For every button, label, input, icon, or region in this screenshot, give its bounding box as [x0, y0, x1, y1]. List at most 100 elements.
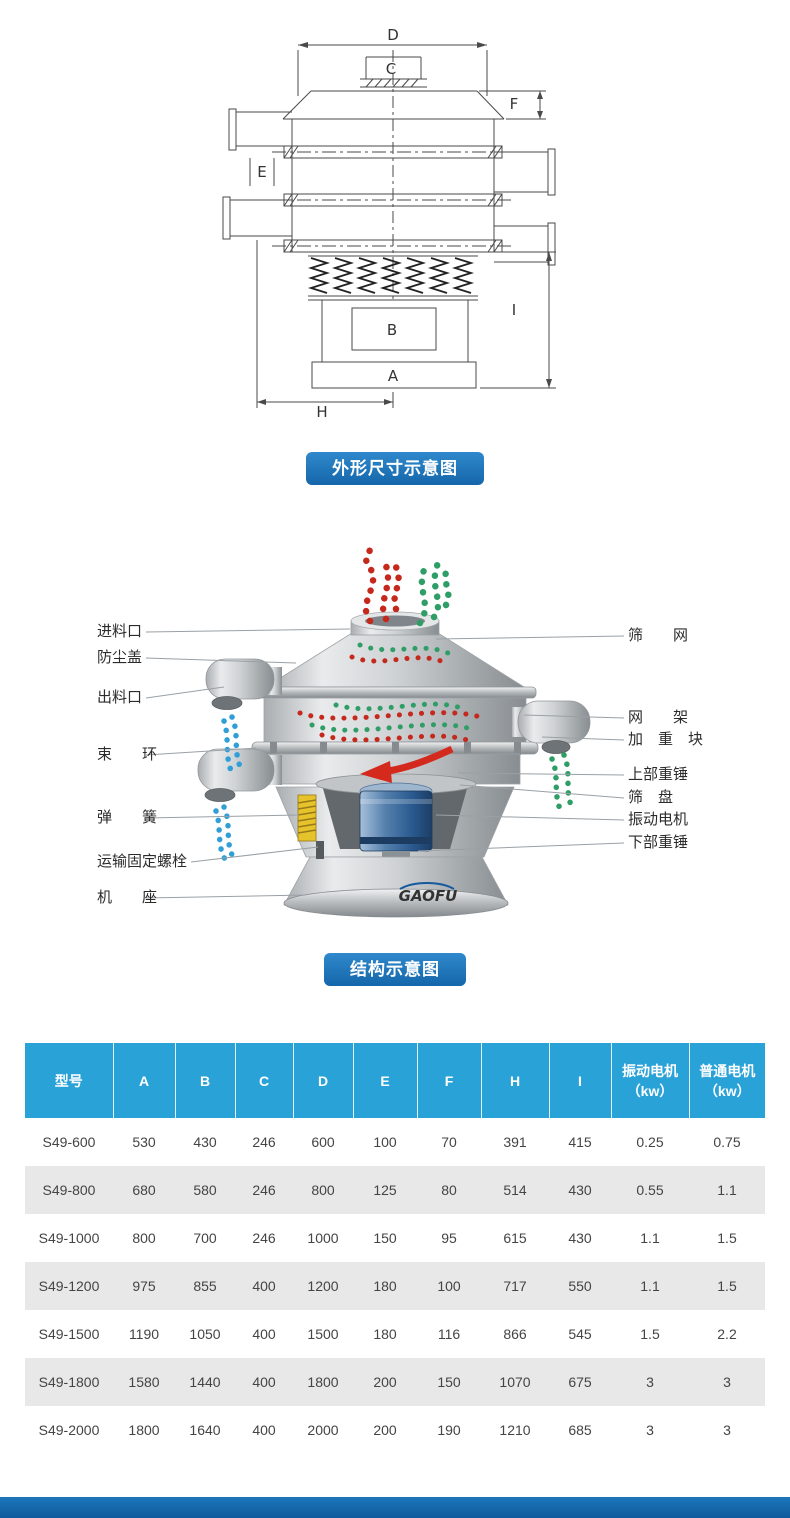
dim-label-f: F [510, 95, 519, 113]
table-cell: 95 [441, 1230, 457, 1246]
transport-fixing-bolt-part [316, 841, 324, 859]
label-dust-cover: 防尘盖 [97, 649, 143, 666]
dim-label-i: I [512, 301, 516, 319]
dim-label-b: B [387, 321, 397, 339]
table-cell: 1.1 [640, 1230, 660, 1246]
column-header-e: E [352, 1043, 417, 1118]
label-upper-weight: 上部重锤 [628, 766, 689, 783]
table-cell: 615 [503, 1230, 527, 1246]
footer-bar [0, 1497, 790, 1518]
table-cell: 400 [252, 1422, 276, 1438]
base-ring [283, 888, 509, 918]
column-header-i: I [548, 1043, 611, 1118]
table-cell: 1.1 [640, 1278, 660, 1294]
table-cell: 1800 [307, 1374, 339, 1390]
table-cell: 200 [373, 1422, 397, 1438]
table-cell: 1.5 [640, 1326, 660, 1342]
table-cell: 70 [441, 1134, 457, 1150]
table-cell: 3 [646, 1422, 654, 1438]
table-cell: 100 [437, 1278, 461, 1294]
label-transport-fixing-bolt: 运输固定螺栓 [97, 853, 188, 870]
table-cell: 400 [252, 1374, 276, 1390]
machine-illustration: GAOFU [197, 611, 591, 918]
table-cell: 975 [132, 1278, 156, 1294]
dimension-drawing [222, 42, 556, 408]
table-cell: 1050 [189, 1326, 221, 1342]
table-cell: 430 [568, 1230, 592, 1246]
table-cell: 580 [193, 1182, 217, 1198]
dim-label-a: A [388, 367, 399, 385]
table-cell: 125 [373, 1182, 397, 1198]
table-cell: 1800 [128, 1422, 160, 1438]
table-cell: 1210 [499, 1422, 531, 1438]
springs [307, 257, 475, 294]
column-header-vibration-motor: 振动电机 （kw） [610, 1043, 689, 1118]
table-cell: 1.5 [717, 1230, 737, 1246]
spec-table: 型号 A B C D E F H I 振动电机 （kw） 普通电机 （kw） S… [25, 1043, 765, 1454]
table-cell: 2.2 [717, 1326, 737, 1342]
table-cell: 116 [437, 1326, 461, 1342]
table-cell: 680 [132, 1182, 156, 1198]
label-clamp-ring: 束 环 [97, 746, 158, 763]
column-header-d: D [292, 1043, 353, 1118]
table-cell: 700 [193, 1230, 217, 1246]
label-lower-weight: 下部重锤 [628, 834, 689, 851]
table-cell: 1.5 [717, 1278, 737, 1294]
column-header-model: 型号 [25, 1043, 113, 1118]
dim-label-d: D [387, 26, 399, 44]
table-cell: 0.55 [636, 1182, 664, 1198]
table-cell: S49-600 [42, 1134, 96, 1150]
table-cell: 550 [568, 1278, 592, 1294]
upper-drum [263, 697, 527, 743]
table-cell: 200 [373, 1374, 397, 1390]
table-cell: 2000 [307, 1422, 339, 1438]
table-cell: 530 [132, 1134, 156, 1150]
dim-label-c: C [386, 60, 396, 78]
lower-weight [360, 837, 432, 844]
table-cell: 246 [252, 1134, 276, 1150]
table-cell: 3 [646, 1374, 654, 1390]
table-cell: 800 [311, 1182, 335, 1198]
table-cell: S49-1800 [38, 1374, 100, 1390]
table-cell: 246 [252, 1230, 276, 1246]
table-cell: S49-1000 [38, 1230, 100, 1246]
table-cell: 80 [441, 1182, 457, 1198]
table-cell: 150 [373, 1230, 397, 1246]
table-cell: 180 [373, 1326, 397, 1342]
table-cell: 1580 [128, 1374, 160, 1390]
dim-label-e: E [257, 163, 266, 181]
label-discharge-outlet: 出料口 [97, 689, 143, 706]
column-header-b: B [174, 1043, 235, 1118]
spec-table-section: 型号 A B C D E F H I 振动电机 （kw） 普通电机 （kw） S… [25, 1043, 765, 1454]
table-cell: 0.25 [636, 1134, 664, 1150]
table-cell: 1200 [307, 1278, 339, 1294]
label-vibration-motor: 振动电机 [628, 811, 689, 828]
table-cell: 400 [252, 1278, 276, 1294]
table-cell: 400 [252, 1326, 276, 1342]
table-cell: S49-1200 [38, 1278, 100, 1294]
table-cell: 1.1 [717, 1182, 737, 1198]
column-header-a: A [112, 1043, 175, 1118]
table-cell: 600 [311, 1134, 335, 1150]
table-cell: 866 [503, 1326, 527, 1342]
label-mesh-frame: 网 架 [628, 709, 689, 726]
table-cell: 190 [437, 1422, 461, 1438]
leader-lines [145, 628, 625, 899]
column-header-h: H [480, 1043, 549, 1118]
table-cell: 1070 [499, 1374, 531, 1390]
label-spring: 弹 簧 [97, 809, 158, 826]
table-cell: 675 [568, 1374, 592, 1390]
dimension-diagram-section: D C F E B A H I [0, 0, 790, 440]
table-cell: 415 [568, 1134, 592, 1150]
table-cell: 430 [568, 1182, 592, 1198]
label-screen-mesh: 筛 网 [628, 627, 689, 644]
dimension-caption-badge: 外形尺寸示意图 [306, 452, 484, 485]
table-cell: 3 [723, 1422, 731, 1438]
table-cell: 1640 [189, 1422, 221, 1438]
discharge-outlet-upper [205, 658, 275, 700]
mesh-frame-ring [253, 686, 537, 699]
